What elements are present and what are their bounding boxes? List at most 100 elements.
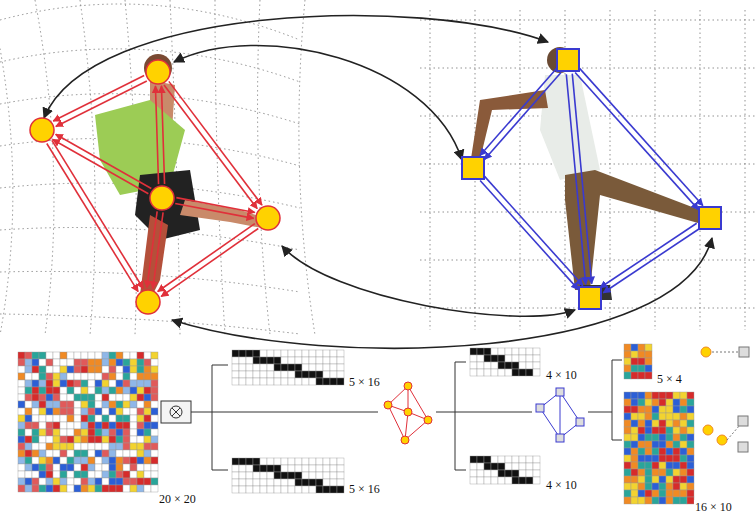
cell	[260, 378, 267, 385]
cell	[144, 471, 151, 478]
cell	[137, 415, 144, 422]
dimension-label: 5 × 16	[348, 375, 381, 389]
cell	[533, 355, 540, 362]
cell	[491, 362, 498, 369]
cell	[60, 450, 67, 457]
cell	[151, 471, 158, 478]
cell	[337, 378, 344, 385]
cell	[638, 365, 645, 372]
cell	[232, 357, 239, 364]
cell	[288, 486, 295, 493]
cell	[631, 455, 638, 462]
cell	[88, 436, 95, 443]
cell	[659, 483, 666, 490]
cell	[46, 471, 53, 478]
cell	[505, 355, 512, 362]
cell	[645, 427, 652, 434]
cell	[638, 420, 645, 427]
cell	[116, 394, 123, 401]
cell	[638, 476, 645, 483]
cell	[88, 457, 95, 464]
cell	[123, 380, 130, 387]
cell	[484, 369, 491, 376]
cell	[253, 486, 260, 493]
cell	[323, 486, 330, 493]
cell	[46, 366, 53, 373]
cell	[53, 401, 60, 408]
cell	[18, 471, 25, 478]
cell	[505, 463, 512, 470]
cell	[109, 387, 116, 394]
skeleton-arrow	[600, 223, 697, 287]
dimension-label: 4 × 10	[545, 478, 578, 492]
cell	[274, 364, 281, 371]
cell	[123, 352, 130, 359]
cell	[109, 457, 116, 464]
skeleton-arrow	[56, 81, 147, 126]
warped-grid	[0, 0, 315, 335]
cell	[32, 464, 39, 471]
cell	[281, 479, 288, 486]
cell	[239, 465, 246, 472]
cell	[102, 387, 109, 394]
cell	[88, 422, 95, 429]
skeleton-arrow	[176, 198, 254, 213]
cell	[526, 456, 533, 463]
cell	[60, 387, 67, 394]
correspondence-arrow	[44, 16, 548, 118]
cell	[39, 478, 46, 485]
cell	[631, 497, 638, 504]
cell	[32, 436, 39, 443]
cell	[144, 485, 151, 492]
cell	[687, 469, 694, 476]
cell	[260, 371, 267, 378]
cell	[666, 420, 673, 427]
cell	[652, 483, 659, 490]
cell	[32, 443, 39, 450]
mini-joint	[404, 382, 412, 390]
cell	[67, 471, 74, 478]
cell	[652, 420, 659, 427]
cell	[232, 378, 239, 385]
cell	[67, 401, 74, 408]
cell	[470, 348, 477, 355]
cell	[666, 483, 673, 490]
skeleton-arrow	[153, 212, 163, 288]
cell	[137, 429, 144, 436]
cell	[638, 448, 645, 455]
cell	[102, 429, 109, 436]
cell	[477, 348, 484, 355]
cell	[109, 366, 116, 373]
cell	[46, 485, 53, 492]
cell	[116, 380, 123, 387]
cell	[46, 436, 53, 443]
cell	[67, 422, 74, 429]
cell	[144, 359, 151, 366]
cell	[46, 352, 53, 359]
cell	[18, 450, 25, 457]
cell	[123, 457, 130, 464]
cell	[281, 350, 288, 357]
cell	[25, 380, 32, 387]
cell	[659, 406, 666, 413]
icon-line	[727, 425, 740, 440]
cell	[18, 485, 25, 492]
cell	[673, 392, 680, 399]
cell	[687, 483, 694, 490]
cell	[46, 394, 53, 401]
cell	[652, 392, 659, 399]
cell	[645, 483, 652, 490]
cell	[137, 387, 144, 394]
cell	[260, 364, 267, 371]
cell	[67, 478, 74, 485]
cell	[687, 420, 694, 427]
cell	[624, 427, 631, 434]
cell	[295, 357, 302, 364]
cell	[18, 443, 25, 450]
cell	[74, 415, 81, 422]
cell	[645, 365, 652, 372]
cell	[281, 357, 288, 364]
cell	[470, 463, 477, 470]
cell	[102, 394, 109, 401]
cell	[337, 458, 344, 465]
